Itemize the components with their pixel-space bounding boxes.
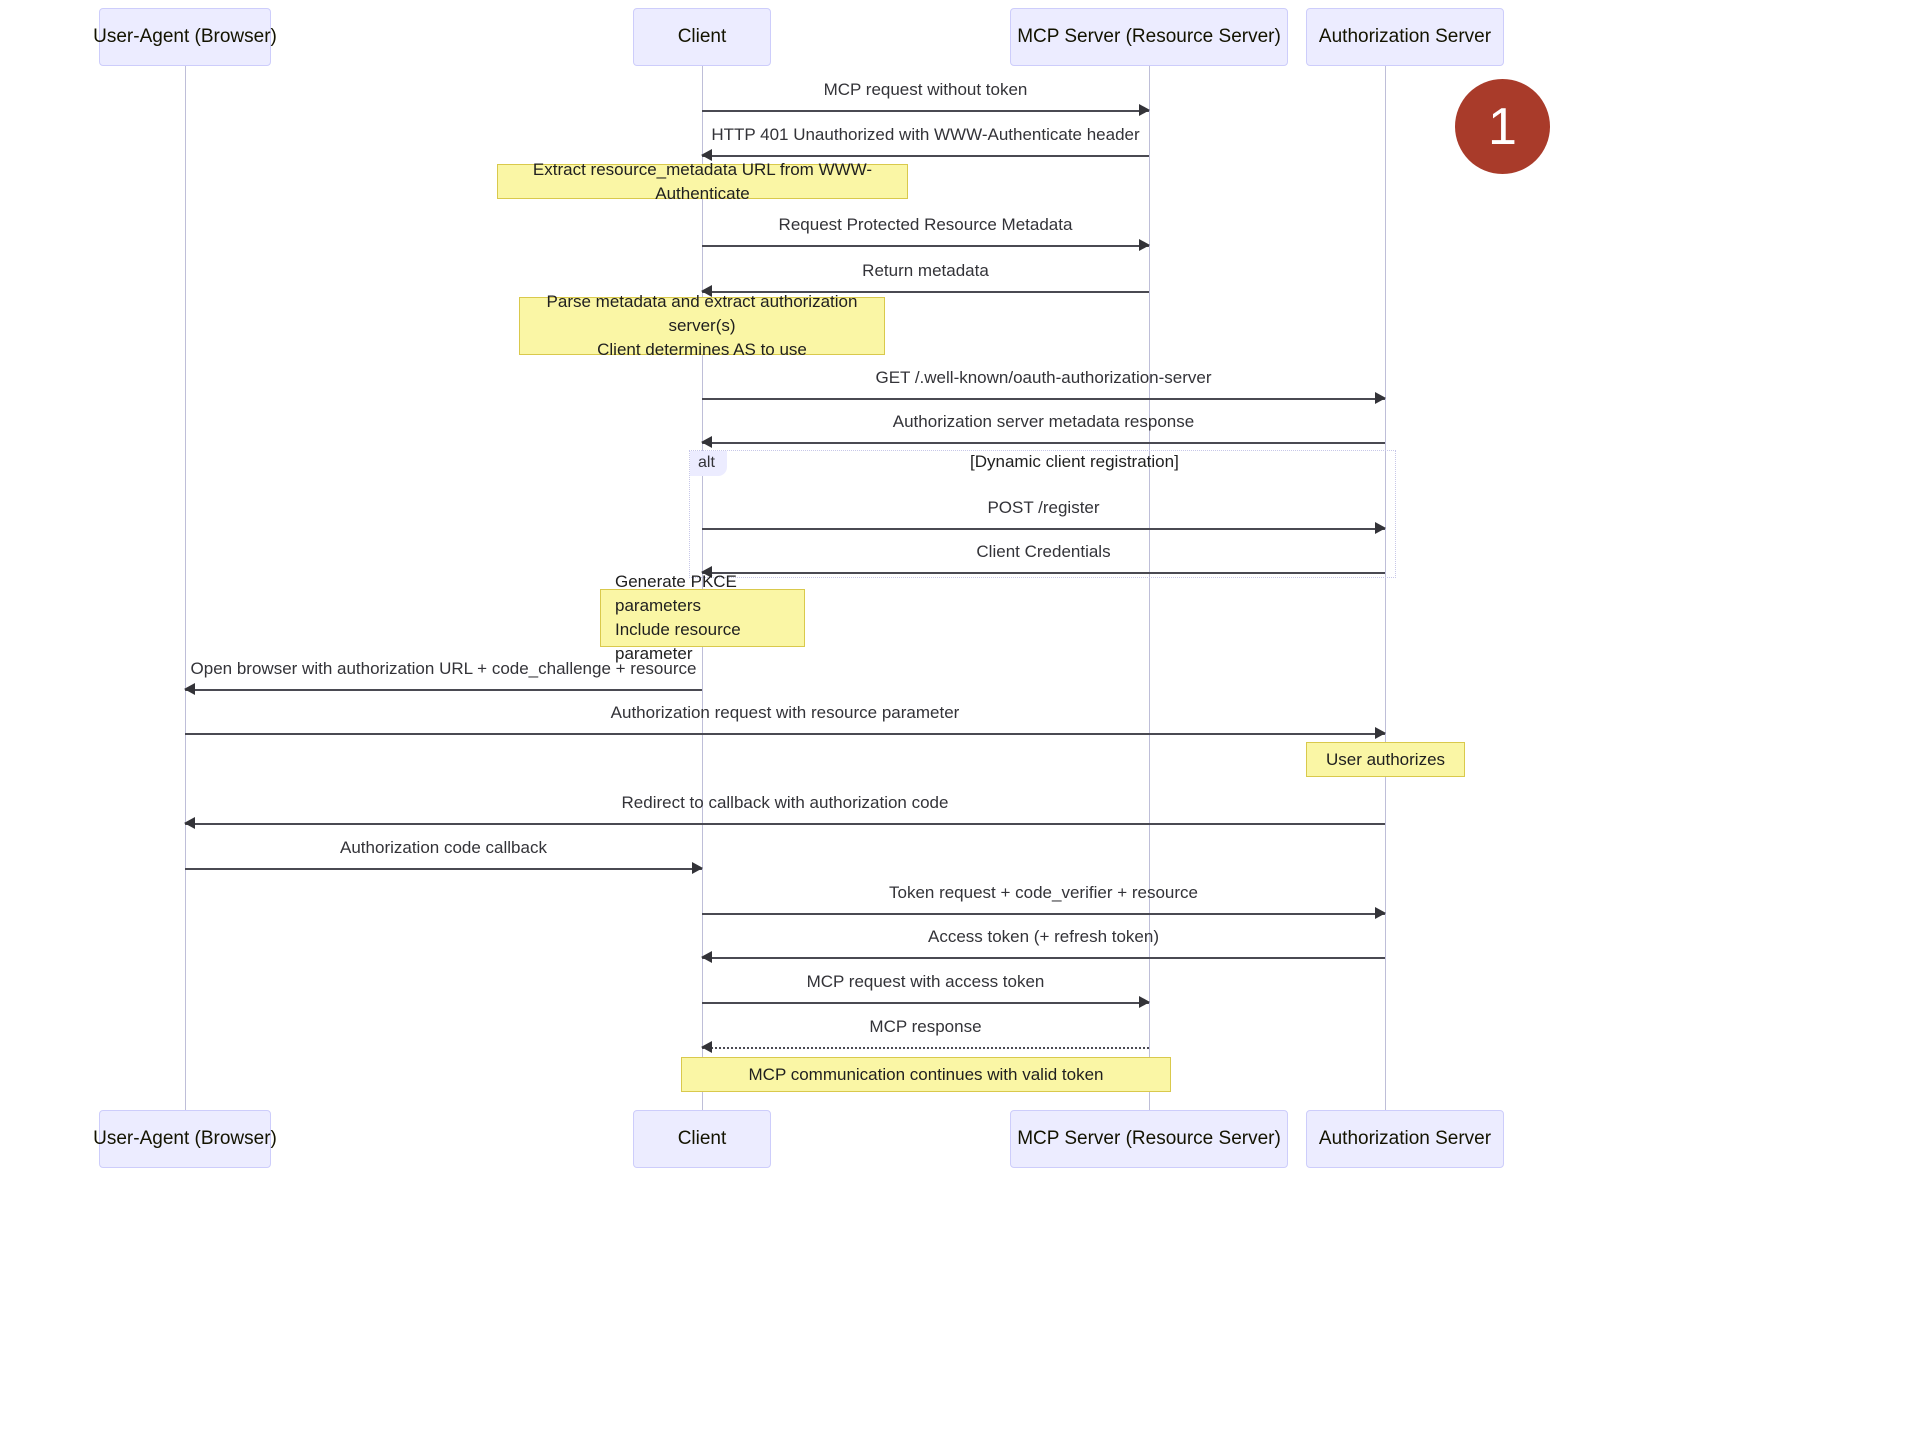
alt-fragment: alt — [689, 450, 1396, 578]
message-label: Redirect to callback with authorization … — [621, 793, 949, 812]
participant-box-top-mcp[interactable]: MCP Server (Resource Server) — [1010, 8, 1288, 66]
note-text: MCP communication continues with valid t… — [748, 1064, 1104, 1084]
message-line — [702, 155, 1149, 157]
message-label: Open browser with authorization URL + co… — [190, 659, 697, 678]
note-generate-pkce-parameters: Generate PKCE parameters Include resourc… — [600, 572, 805, 663]
message-label: Authorization code callback — [340, 838, 547, 857]
lifeline-client — [702, 66, 703, 1110]
note-extract-resource-metadata-url: Extract resource_metadata URL from WWW-A… — [497, 160, 908, 203]
arrowhead-right-icon — [1139, 996, 1150, 1008]
participant-label: Authorization Server — [1318, 25, 1492, 47]
alt-fragment-tag: alt — [690, 451, 727, 476]
message-line — [702, 291, 1149, 293]
message-line — [702, 528, 1385, 530]
participant-box-bottom-ua[interactable]: User-Agent (Browser) — [93, 1110, 277, 1168]
message-line — [185, 733, 1385, 735]
message-label: MCP request with access token — [806, 972, 1045, 991]
arrowhead-right-icon — [1139, 104, 1150, 116]
lifeline-mcp — [1149, 66, 1150, 1110]
arrowhead-left-icon — [184, 683, 195, 695]
message-line — [702, 398, 1385, 400]
alt-fragment-condition: [Dynamic client registration] — [970, 452, 1179, 471]
arrowhead-left-icon — [701, 149, 712, 161]
participant-label: MCP Server (Resource Server) — [1017, 25, 1281, 47]
arrowhead-left-icon — [701, 1041, 712, 1053]
participant-box-bottom-as[interactable]: Authorization Server — [1306, 1110, 1504, 1168]
message-label: Authorization server metadata response — [892, 412, 1195, 431]
arrowhead-left-icon — [701, 566, 712, 578]
step-badge-1[interactable]: 1 — [1455, 79, 1550, 174]
arrowhead-left-icon — [701, 436, 712, 448]
message-line — [702, 110, 1149, 112]
message-line — [702, 442, 1385, 444]
arrowhead-right-icon — [692, 862, 703, 874]
message-label: Client Credentials — [976, 542, 1111, 561]
message-label: HTTP 401 Unauthorized with WWW-Authentic… — [711, 125, 1140, 144]
message-line — [702, 1047, 1149, 1049]
note-text: User authorizes — [1325, 749, 1446, 769]
lifeline-as — [1385, 66, 1386, 1110]
participant-box-top-as[interactable]: Authorization Server — [1306, 8, 1504, 66]
message-line — [185, 823, 1385, 825]
message-label: Token request + code_verifier + resource — [888, 883, 1198, 902]
message-line — [702, 913, 1385, 915]
arrowhead-right-icon — [1375, 392, 1386, 404]
participant-label: User-Agent (Browser) — [93, 1127, 277, 1149]
arrowhead-right-icon — [1375, 522, 1386, 534]
participant-box-bottom-mcp[interactable]: MCP Server (Resource Server) — [1010, 1110, 1288, 1168]
participant-box-top-client[interactable]: Client — [633, 8, 771, 66]
message-label: Access token (+ refresh token) — [927, 927, 1160, 946]
participant-label: MCP Server (Resource Server) — [1017, 1127, 1281, 1149]
note-text: Extract resource_metadata URL from WWW-A… — [532, 159, 873, 203]
message-line — [185, 689, 702, 691]
arrowhead-right-icon — [1375, 727, 1386, 739]
participant-label: Client — [677, 25, 727, 47]
note-mcp-communication-continues: MCP communication continues with valid t… — [681, 1057, 1171, 1092]
participant-label: User-Agent (Browser) — [93, 25, 277, 47]
arrowhead-left-icon — [184, 817, 195, 829]
message-line — [702, 1002, 1149, 1004]
message-label: Authorization request with resource para… — [610, 703, 960, 722]
arrowhead-left-icon — [701, 285, 712, 297]
participant-label: Client — [677, 1127, 727, 1149]
message-label: Request Protected Resource Metadata — [778, 215, 1073, 234]
message-label: MCP response — [869, 1017, 982, 1036]
message-label: MCP request without token — [823, 80, 1028, 99]
note-text: Generate PKCE parameters Include resourc… — [615, 572, 741, 663]
message-line — [702, 572, 1385, 574]
note-text: Parse metadata and extract authorization… — [546, 292, 858, 359]
note-parse-metadata-extract-authorization-servers: Parse metadata and extract authorization… — [519, 292, 885, 359]
message-line — [702, 245, 1149, 247]
arrowhead-right-icon — [1139, 239, 1150, 251]
lifeline-ua — [185, 66, 186, 1110]
message-label: GET /.well-known/oauth-authorization-ser… — [875, 368, 1212, 387]
note-user-authorizes: User authorizes — [1306, 742, 1465, 777]
message-line — [185, 868, 702, 870]
message-label: Return metadata — [862, 261, 989, 280]
participant-box-top-ua[interactable]: User-Agent (Browser) — [93, 8, 277, 66]
participant-box-bottom-client[interactable]: Client — [633, 1110, 771, 1168]
message-label: POST /register — [987, 498, 1100, 517]
arrowhead-right-icon — [1375, 907, 1386, 919]
step-badge-label: 1 — [1488, 97, 1517, 156]
participant-label: Authorization Server — [1318, 1127, 1492, 1149]
arrowhead-left-icon — [701, 951, 712, 963]
message-line — [702, 957, 1385, 959]
